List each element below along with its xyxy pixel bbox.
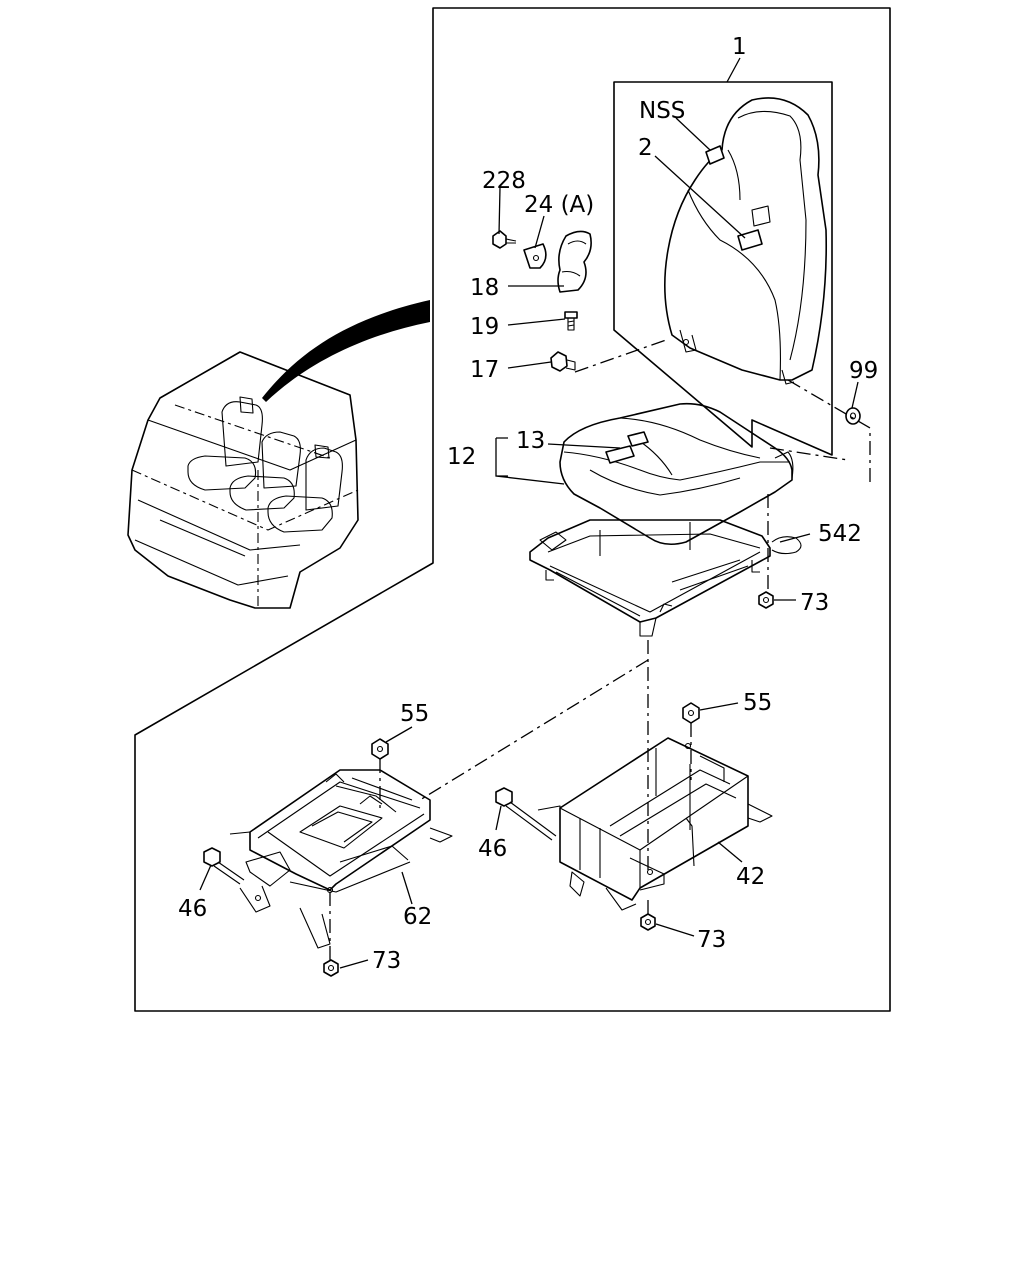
callout-17: 17 [470,357,499,383]
bolt-46-left [203,847,245,885]
callout-46-left: 46 [178,896,207,922]
recliner-cover-18 [557,230,592,293]
bolt-46-right [495,787,557,841]
seat-cushion [559,402,794,546]
seat-back-frame [613,81,833,456]
callout-55-right: 55 [743,690,772,716]
cover-24a [523,243,547,269]
centerline-to-left-base [419,659,649,801]
bolt-17 [550,351,576,372]
callout-2: 2 [638,135,653,161]
callout-73-left: 73 [372,948,401,974]
nut-73-top [758,591,774,609]
nut-55-right [682,702,700,724]
centerline-99 [787,379,871,486]
washer-99 [845,407,861,425]
callout-42: 42 [736,864,765,890]
callout-13: 13 [516,428,545,454]
diagram-frame [134,7,891,1012]
nut-55-left [371,738,389,760]
callout-62: 62 [403,904,432,930]
seat-base-62 [229,769,453,949]
bolt-228 [492,230,517,249]
callout-arrow-icon [262,300,430,402]
seat-back [664,97,828,385]
callout-73-right: 73 [697,927,726,953]
callout-46-right: 46 [478,836,507,862]
callout-228: 228 [482,168,526,194]
callout-73-top: 73 [800,590,829,616]
callout-542: 542 [818,521,862,547]
callout-24a: 24 (A) [524,192,594,218]
seat-slide-frame [529,519,802,637]
nut-73-right [640,913,656,931]
callout-nss: NSS [639,98,685,124]
callout-99: 99 [849,358,878,384]
nut-73-left [323,959,339,977]
callout-19: 19 [470,314,499,340]
screw-19 [564,311,578,331]
callout-18: 18 [470,275,499,301]
cab-overview-illustration [127,351,359,609]
seat-base-42 [537,737,773,911]
callout-1: 1 [732,34,747,60]
centerline-17 [574,339,667,373]
callout-55-left: 55 [400,701,429,727]
leader-lines [199,57,859,969]
callout-12: 12 [447,444,476,470]
